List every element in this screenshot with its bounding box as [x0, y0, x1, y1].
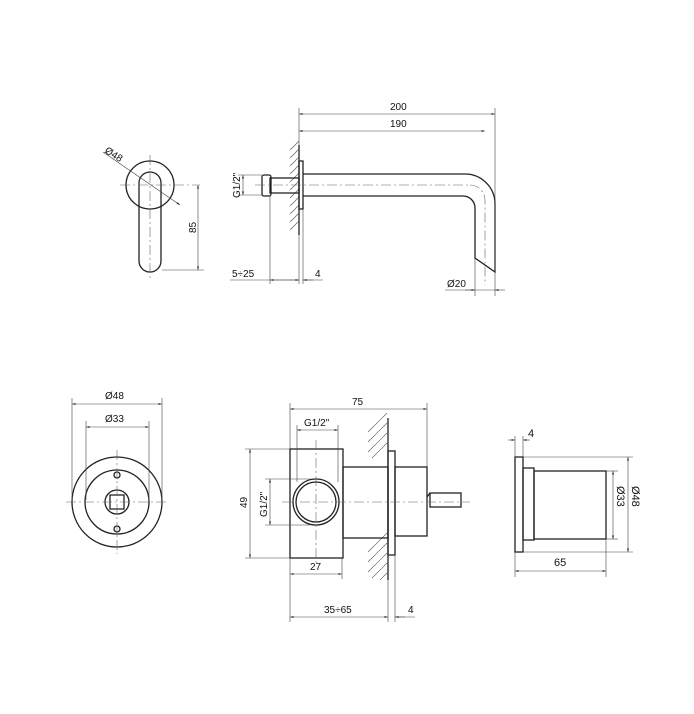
body-width-label: 27	[310, 562, 322, 573]
plate-label: 4	[315, 269, 321, 280]
plate-label: 4	[408, 605, 414, 616]
top-front-view: Ø48 85	[102, 145, 204, 280]
height-label: 49	[239, 496, 250, 508]
thread-top-label: G1/2"	[304, 418, 330, 429]
inner-diameter-label: Ø33	[105, 414, 124, 425]
height-label: 85	[188, 221, 199, 233]
depth-label: 35÷65	[324, 605, 352, 616]
thread-side-label: G1/2"	[259, 491, 270, 517]
depth-label: 5÷25	[232, 269, 255, 280]
length-total-label: 200	[390, 102, 407, 113]
bottom-front-view: Ø48 Ø33	[66, 391, 168, 554]
top-side-view: 200 190 G1/2" 5÷25 4 Ø20	[230, 102, 505, 296]
outer-diameter-label: Ø48	[629, 486, 641, 507]
plate-label: 4	[528, 428, 534, 440]
pipe-diameter-label: Ø20	[447, 279, 466, 290]
diameter-label: Ø48	[102, 145, 124, 165]
bottom-right-view: 4 Ø48 Ø33 65	[508, 428, 641, 577]
thread-label: G1/2"	[232, 172, 243, 198]
length-label: 65	[554, 557, 566, 569]
bottom-side-view: 75 G1/2" 49 G1/2" 27 35÷65 4	[239, 397, 470, 622]
length-axis-label: 190	[390, 119, 407, 130]
inner-diameter-label: Ø33	[614, 486, 626, 507]
length-label: 75	[352, 397, 364, 408]
outer-diameter-label: Ø48	[105, 391, 124, 402]
